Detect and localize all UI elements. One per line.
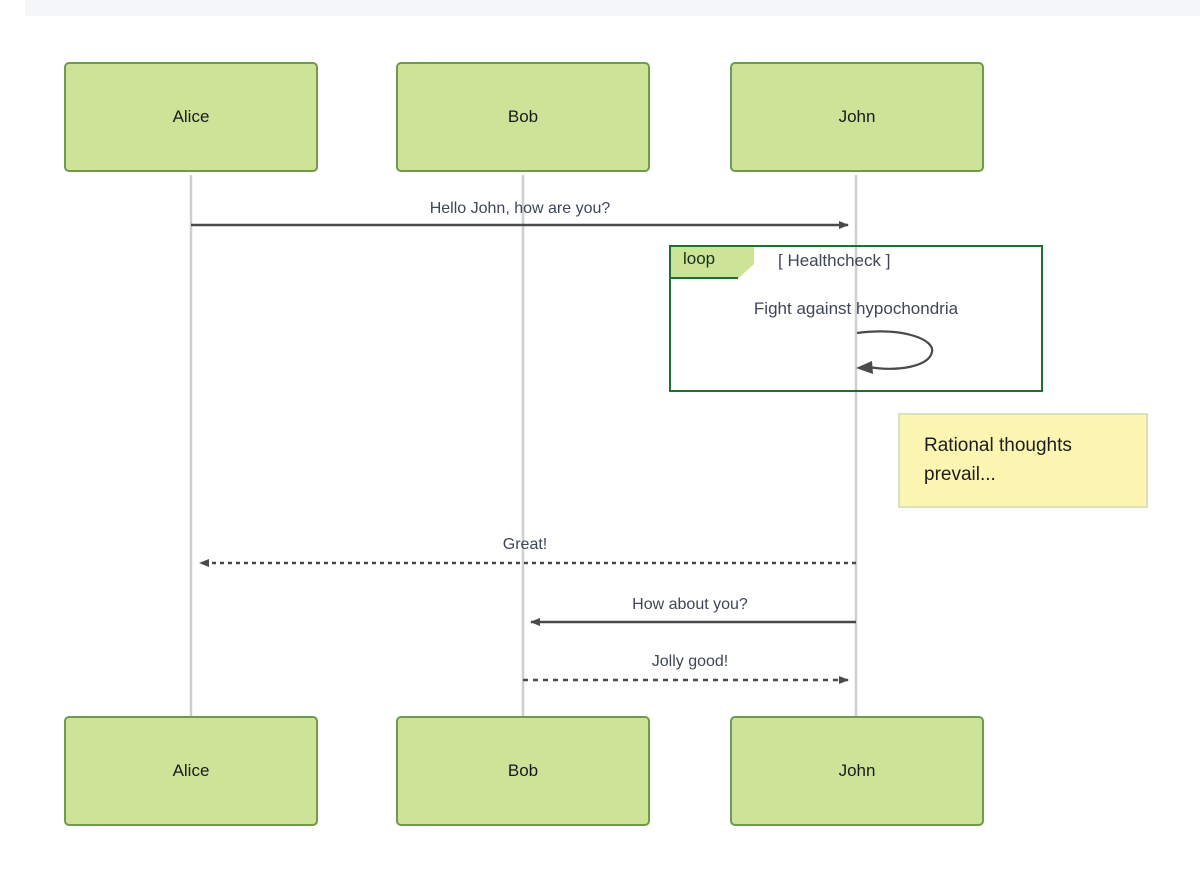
participant-label: John — [838, 761, 876, 780]
loop-fragment-tab: loop — [669, 245, 754, 278]
message-label-hello-john: Hello John, how are you? — [429, 200, 611, 217]
note-line-1: Rational thoughts — [924, 435, 1072, 456]
message-label-jolly-good: Jolly good! — [651, 653, 729, 670]
participant-box-bob-top[interactable]: Bob — [396, 62, 650, 172]
self-message-arrow — [856, 330, 934, 370]
participant-box-alice-top[interactable]: Alice — [64, 62, 318, 172]
loop-fragment-box[interactable] — [669, 245, 1043, 392]
loop-body-message-label: Fight against hypochondria — [753, 299, 959, 318]
message-label-how-about-you: How about you? — [632, 596, 748, 613]
note-box-rational-thoughts[interactable]: Rational thoughts prevail... — [898, 413, 1148, 508]
loop-condition-label: [ Healthcheck ] — [778, 251, 891, 270]
top-bar — [25, 0, 1200, 16]
participant-label: Alice — [172, 107, 210, 126]
participant-label: Bob — [507, 761, 539, 780]
self-message-arrowhead — [856, 361, 873, 374]
participant-box-bob-bottom[interactable]: Bob — [396, 716, 650, 826]
loop-tab-underline — [669, 277, 738, 279]
participant-box-john-bottom[interactable]: John — [730, 716, 984, 826]
message-label-great: Great! — [502, 536, 548, 553]
participant-label: Alice — [172, 761, 210, 780]
lifelines — [189, 175, 858, 716]
participant-label: Bob — [507, 107, 539, 126]
participant-box-john-top[interactable]: John — [730, 62, 984, 172]
participant-label: John — [838, 107, 876, 126]
note-line-2: prevail... — [924, 464, 996, 486]
loop-keyword-label: loop — [683, 249, 716, 268]
participant-box-alice-bottom[interactable]: Alice — [64, 716, 318, 826]
